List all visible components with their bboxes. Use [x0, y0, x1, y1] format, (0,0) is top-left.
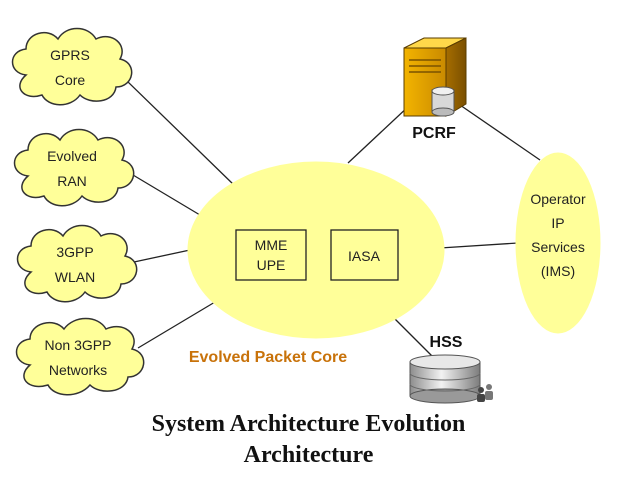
upe-label: UPE — [257, 257, 286, 273]
link-ran-core — [127, 171, 206, 219]
core-title: Evolved Packet Core — [189, 349, 347, 366]
users-icon — [477, 384, 493, 402]
link-core-pcrf — [347, 104, 411, 164]
link-wlan-core — [133, 249, 191, 263]
cloud-non-3gpp-networks: Non 3GPP Networks — [15, 317, 145, 396]
cloud-evolved-ran: Evolved RAN — [13, 128, 135, 207]
operator-ip-services: Operator IP Services (IMS) — [515, 152, 601, 334]
iasa-label: IASA — [348, 248, 381, 264]
link-core-operator — [439, 242, 519, 249]
pcrf-node: PCRF — [403, 37, 467, 142]
cloud-gprs-core-line2: Core — [55, 72, 86, 88]
operator-ellipse — [515, 152, 601, 334]
database-icon — [409, 354, 481, 404]
hss-node: HSS — [409, 334, 493, 404]
server-icon — [403, 37, 467, 117]
mme-label: MME — [255, 237, 288, 253]
caption-line2: Architecture — [243, 442, 374, 468]
cloud-3gpp-wlan: 3GPP WLAN — [16, 224, 138, 303]
link-non3gpp-core — [137, 301, 216, 349]
cloud-non-3gpp-line1: Non 3GPP — [45, 337, 112, 353]
caption-line1: System Architecture Evolution — [151, 411, 466, 437]
link-gprs-core — [125, 79, 236, 187]
cloud-gprs-core: GPRS Core — [11, 27, 133, 106]
mme-upe-box — [235, 229, 307, 281]
cloud-3gpp-wlan-line2: WLAN — [55, 269, 95, 285]
operator-line3: Services — [531, 239, 585, 255]
iasa-box — [330, 229, 399, 281]
pcrf-label: PCRF — [412, 125, 456, 142]
link-pcrf-operator — [459, 104, 541, 161]
cloud-evolved-ran-line2: RAN — [57, 173, 87, 189]
operator-line2: IP — [551, 215, 564, 231]
cloud-non-3gpp-line2: Networks — [49, 362, 107, 378]
core-ellipse — [187, 161, 445, 339]
cloud-evolved-ran-line1: Evolved — [47, 148, 97, 164]
cloud-gprs-core-line1: GPRS — [50, 47, 90, 63]
connectors — [125, 79, 541, 357]
evolved-packet-core: MME UPE IASA Evolved Packet Core — [187, 161, 445, 366]
cloud-3gpp-wlan-line1: 3GPP — [56, 244, 93, 260]
operator-line4: (IMS) — [541, 263, 575, 279]
link-core-hss — [391, 315, 433, 357]
operator-line1: Operator — [530, 191, 586, 207]
hss-label: HSS — [430, 334, 463, 351]
